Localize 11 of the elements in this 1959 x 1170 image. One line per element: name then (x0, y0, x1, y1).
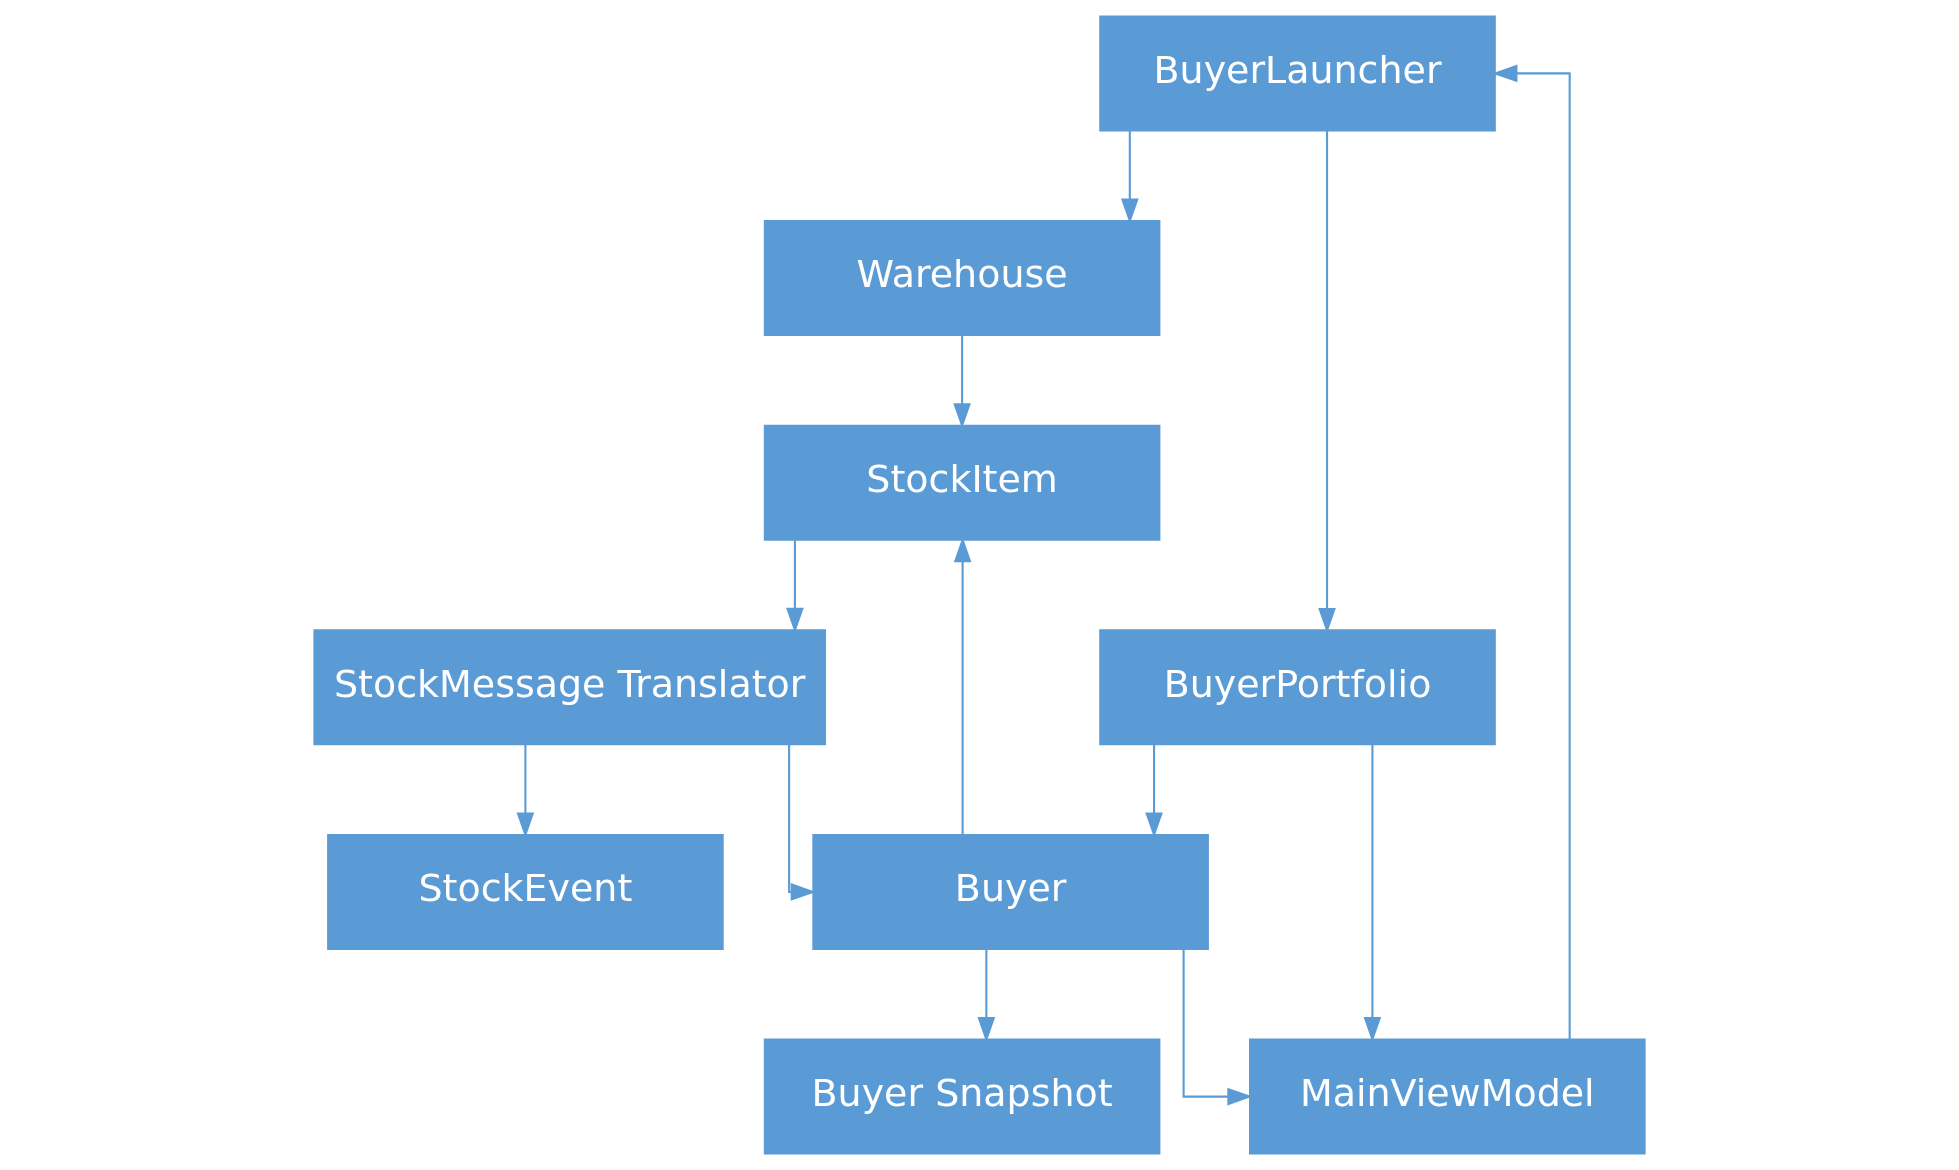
node-box: BuyerLauncher (1099, 15, 1496, 132)
node-box: StockEvent (327, 833, 724, 950)
node-box: StockItem (763, 424, 1161, 541)
arrow (788, 744, 816, 901)
node-box: StockMessage Translator (313, 629, 827, 746)
arrow (1492, 64, 1571, 1040)
node-box: MainViewModel (1249, 1038, 1646, 1155)
node-box: BuyerPortfolio (1099, 629, 1496, 746)
node-box: Buyer (812, 833, 1209, 950)
node-box: Warehouse (763, 220, 1161, 337)
node-box: Buyer Snapshot (763, 1038, 1161, 1155)
